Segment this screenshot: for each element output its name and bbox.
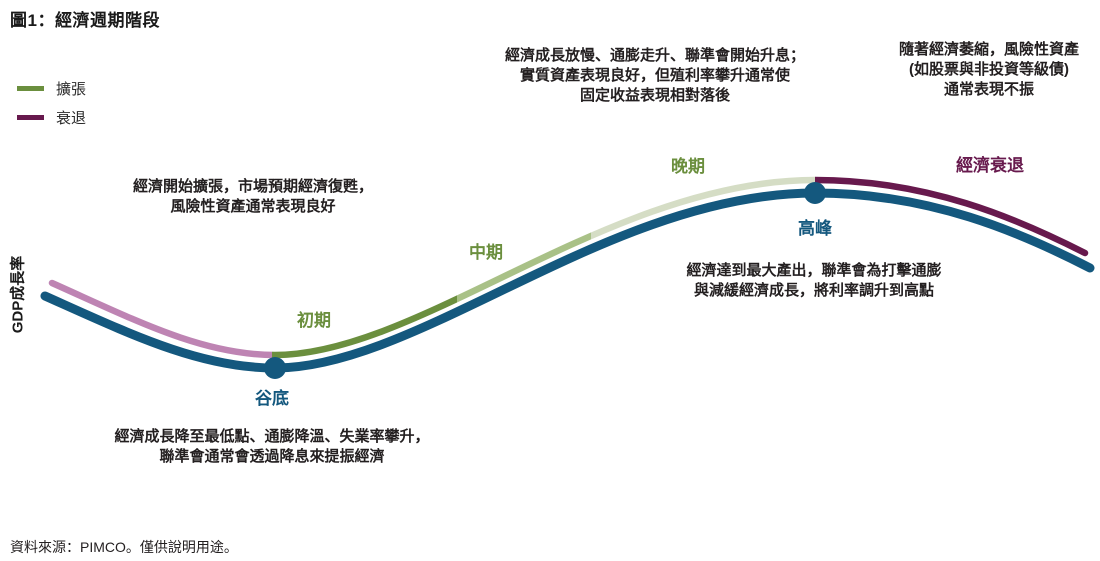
stage-label-recession: 經濟衰退 (956, 156, 1024, 175)
annotation-peak: 經濟達到最大產出，聯準會為打擊通膨 與減緩經濟成長，將利率調升到高點 (670, 261, 958, 301)
annotation-line: 固定收益表現相對落後 (579, 87, 730, 104)
stage-label-early: 初期 (297, 311, 331, 330)
stage-label-trough: 谷底 (255, 389, 289, 408)
annotation-line: 風險性資產通常表現良好 (170, 198, 336, 215)
figure-title: 圖1：經濟週期階段 (10, 11, 160, 30)
annotation-late-cycle: 經濟成長放慢、通膨走升、聯準會開始升息； 實質資產表現良好，但殖利率攀升通常使 … (487, 46, 823, 106)
stage-label-mid: 中期 (469, 243, 503, 262)
legend-item-recession: 衰退 (17, 107, 86, 127)
legend: 擴張 衰退 (17, 78, 86, 136)
legend-label-expansion: 擴張 (56, 80, 87, 98)
annotation-line: (如股票與非投資等級債) (909, 61, 1069, 78)
annotation-line: 與減緩經濟成長，將利率調升到高點 (693, 282, 934, 299)
annotation-line: 隨著經濟萎縮，風險性資產 (898, 41, 1079, 58)
stage-label-peak: 高峰 (798, 219, 832, 238)
annotation-line: 經濟成長降至最低點、通膨降溫、失業率攀升， (114, 428, 430, 445)
annotation-trough: 經濟成長降至最低點、通膨降溫、失業率攀升， 聯準會通常會透過降息來提振經濟 (105, 427, 439, 467)
peak-point (804, 182, 826, 204)
legend-label-recession: 衰退 (56, 109, 87, 127)
annotation-line: 經濟達到最大產出，聯準會為打擊通膨 (686, 262, 942, 279)
stage-label-late: 晚期 (671, 157, 705, 176)
annotation-line: 實質資產表現良好，但殖利率攀升通常使 (519, 67, 790, 84)
annotation-line: 經濟成長放慢、通膨走升、聯準會開始升息； (504, 47, 805, 64)
source-note: 資料來源：PIMCO。僅供說明用途。 (10, 539, 238, 555)
legend-item-expansion: 擴張 (17, 78, 86, 98)
annotation-line: 經濟開始擴張，市場預期經濟復甦， (132, 178, 373, 195)
expansion-line-swatch (17, 85, 44, 91)
stage-overlay-curve (48, 176, 1089, 359)
recession-line-swatch (17, 114, 44, 120)
annotation-line: 通常表現不振 (943, 81, 1034, 98)
trough-point (264, 357, 286, 379)
annotation-contraction: 隨著經濟萎縮，風險性資產 (如股票與非投資等級債) 通常表現不振 (878, 40, 1100, 100)
annotation-recovery: 經濟開始擴張，市場預期經濟復甦， 風險性資產通常表現良好 (110, 177, 396, 217)
gdp-growth-curve (40, 188, 1095, 373)
expansion-swatch-rect (17, 85, 44, 91)
recession-swatch-rect (17, 114, 44, 120)
annotation-line: 聯準會通常會透過降息來提振經濟 (159, 448, 385, 465)
